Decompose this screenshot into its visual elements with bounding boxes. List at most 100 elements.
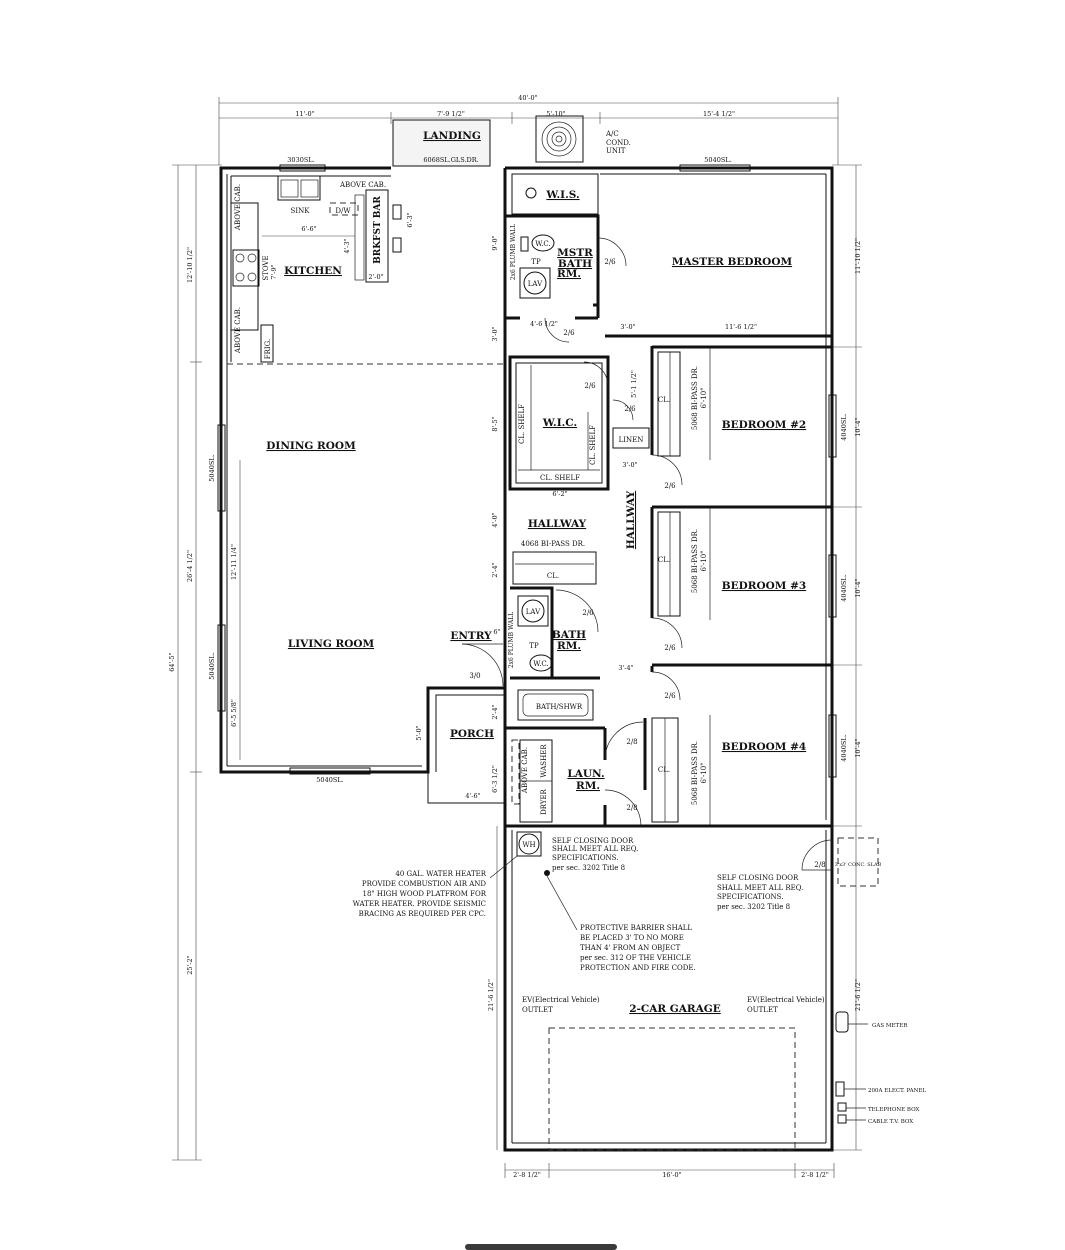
dim-4-3: 4'-3" [343, 238, 351, 253]
plumb-wall-label-1: 2x6 PLUMB WALL [510, 224, 517, 280]
telephone-box-icon [837, 1102, 847, 1112]
svg-text:SPECIFICATIONS.: SPECIFICATIONS. [552, 854, 618, 862]
stove-label: STOVE [262, 255, 270, 280]
ev-right-label-2: OUTLET [747, 1006, 778, 1014]
door-2-6-wic: 2/6 [584, 382, 596, 390]
master-window [679, 164, 751, 172]
svg-text:40 GAL. WATER HEATER: 40 GAL. WATER HEATER [395, 870, 486, 878]
self-closing-note-2: SELF CLOSING DOOR SHALL MEET ALL REQ. SP… [717, 874, 803, 911]
garage-door [548, 1027, 796, 1151]
dim-6-3: 6'-3" [406, 212, 414, 227]
dim-7-9: 7'-9" [270, 264, 278, 279]
bedroom-2-label: BEDROOM #2 [722, 419, 806, 431]
win-kitchen-label: 3030SL. [287, 156, 314, 164]
porch-label: PORCH [450, 728, 494, 740]
master-bedroom-label: MASTER BEDROOM [672, 256, 793, 268]
home-indicator[interactable] [465, 1244, 617, 1250]
dim-4-6-half: 4'-6 1/2" [530, 320, 558, 328]
sink-label: SINK [291, 207, 311, 215]
dim-6: 6" [493, 628, 500, 636]
dim-2-4: 2'-4" [491, 562, 499, 577]
dim-4-6: 4'-6" [465, 792, 480, 800]
cl-label-3: CL. [658, 766, 670, 774]
landing: LANDING 6068SL.GLS.DR. [392, 119, 491, 167]
cl-shelf-label-1: CL. SHELF [518, 404, 526, 444]
door-3-0-label: 3/0 [469, 672, 480, 680]
svg-text:per sec. 3202 Title 8: per sec. 3202 Title 8 [717, 903, 790, 911]
telephone-label: TELEPHONE BOX [868, 1107, 919, 1113]
dim-bed3: 10'-4" [854, 578, 862, 597]
door-2-6-bed2: 2/6 [664, 482, 676, 490]
dim-6-3b: 6'-3 1/2" [491, 765, 499, 793]
svg-text:SHALL MEET ALL REQ.: SHALL MEET ALL REQ. [552, 845, 638, 853]
svg-text:18" HIGH WOOD PLATFROM FOR: 18" HIGH WOOD PLATFROM FOR [363, 890, 487, 898]
svg-text:WATER HEATER. PROVIDE SEISMIC: WATER HEATER. PROVIDE SEISMIC [353, 900, 486, 908]
bed3-window [828, 554, 837, 618]
laundry-label-1: LAUN. [567, 768, 604, 780]
door-2-8-laun: 2/8 [626, 738, 637, 746]
hallway-v-label: HALLWAY [625, 490, 637, 549]
master-bath-label-3: RM. [557, 268, 581, 280]
door-2-8-garage: 2/8 [626, 804, 637, 812]
bath-label-1: BATH [552, 629, 586, 641]
dimension-lines [172, 97, 862, 1178]
laundry-label-2: RM. [576, 780, 600, 792]
laundry: ABOVE CAB. WASHER DRYER LAUN. RM. 2/8 2/… [491, 721, 644, 827]
bipass-hall-label: 4068 BI-PASS DR. [521, 540, 585, 548]
wic-area: W.I.C. CL. SHELF CL. SHELF CL. SHELF 2/6… [491, 355, 650, 498]
front-window [289, 767, 371, 775]
dim-12-11: 12'-11 1/4" [230, 544, 238, 580]
dw-label: D/W [335, 207, 351, 215]
washer-label: WASHER [540, 744, 548, 778]
dim-top-left: 11'-0" [295, 110, 314, 118]
plumb-wall-label-2: 2x6 PLUMB WALL [508, 612, 515, 668]
dim-11-6-half: 11'-6 1/2" [725, 323, 757, 331]
ac-label-2: COND. [606, 139, 631, 147]
bed4-window [828, 714, 837, 778]
stove-icon [232, 249, 260, 287]
door-2-6-bath: 2/6 [582, 609, 594, 617]
garage-label: 2-CAR GARAGE [629, 1003, 721, 1015]
barrier-note: PROTECTIVE BARRIER SHALL BE PLACED 3' TO… [580, 924, 696, 972]
tp1-label: TP [531, 258, 541, 266]
svg-text:PROTECTION AND FIRE CODE.: PROTECTION AND FIRE CODE. [580, 964, 696, 972]
glass-door-label: 6068SL.GLS.DR. [423, 156, 478, 164]
ev-right-label-1: EV(Electrical Vehicle) [747, 996, 825, 1004]
svg-text:THAN 4' FROM AN OBJECT: THAN 4' FROM AN OBJECT [580, 944, 681, 952]
dim-8-5: 8'-5" [491, 416, 499, 431]
slab-label: 3'x3' CONC. SLAB [835, 862, 882, 868]
bath-shwr-label: BATH/SHWR [536, 703, 583, 711]
landing-label: LANDING [423, 130, 481, 142]
brkfst-bar-label: BRKFST BAR [373, 196, 383, 264]
door-2-6-mbath2: 2/6 [563, 329, 575, 337]
dim-overall-depth: 64'-5" [168, 652, 176, 671]
sink-icon [277, 175, 321, 201]
win-bed4-label: 4040SL. [840, 734, 848, 761]
lavatory-icon [523, 271, 547, 295]
win-living-label: 5040SL. [208, 652, 216, 679]
dim-bed4: 10'-4" [854, 738, 862, 757]
door-2-6-mbath: 2/6 [604, 258, 616, 266]
garage: WH SELF CLOSING DOOR SHALL MEET ALL REQ.… [353, 831, 926, 1151]
dim-4-0: 4'-0" [491, 512, 499, 527]
above-cab-label-4: ABOVE CAB. [521, 747, 529, 794]
entry-label: ENTRY [450, 630, 492, 642]
dim-5-0: 5'-0" [415, 725, 423, 740]
bipass-label-3: 5068 BI-PASS DR. [691, 741, 699, 805]
bath-label-2: RM. [557, 640, 581, 652]
dim-3-4: 3'-4" [618, 664, 633, 672]
kitchen: SINK D/W ABOVE CAB. ABOVE CAB. STOVE ABO… [230, 175, 414, 363]
bedrooms: CL. 5068 BI-PASS DR. 6'-10" BEDROOM #2 4… [605, 345, 862, 828]
barrier-marker [544, 870, 550, 876]
dim-bottom-right: 2'-8 1/2" [801, 1171, 829, 1179]
dim-right-top: 11'-10 1/2" [854, 238, 862, 274]
dim-6-6: 6'-6" [301, 225, 316, 233]
dining-room-label: DINING ROOM [266, 440, 356, 452]
svg-text:PROVIDE COMBUSTION AIR AND: PROVIDE COMBUSTION AIR AND [362, 880, 486, 888]
svg-text:per sec. 312 OF THE VEHICLE: per sec. 312 OF THE VEHICLE [580, 954, 691, 962]
ac-label-1: A/C [605, 130, 619, 138]
dryer-label: DRYER [540, 788, 548, 814]
dim-6-10-c: 6'-10" [700, 763, 708, 784]
dim-left-mid: 26'-4 1/2" [186, 550, 194, 582]
